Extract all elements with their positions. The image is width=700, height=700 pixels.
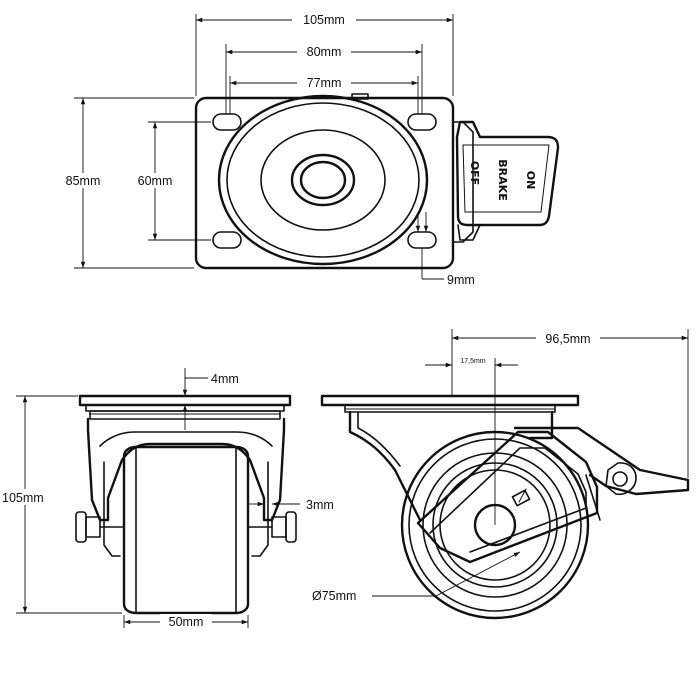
front-view: 4mm 105mm 3mm 50mm: [2, 368, 334, 629]
dim-overall-height-label: 105mm: [2, 491, 44, 505]
dim-side-clearance-label: 3mm: [306, 498, 334, 512]
front-mounting-plate: [78, 394, 292, 407]
dim-plate-depth-label: 85mm: [66, 174, 101, 188]
brake-label-on: ON: [524, 171, 537, 190]
front-fork: [86, 417, 286, 522]
axle-washer-left: [85, 516, 101, 538]
side-brake-lever: [513, 426, 690, 496]
dim-plate-width: 105mm: [195, 12, 454, 96]
side-view: 96,5mm 17,5mm Ø75mm: [312, 329, 690, 620]
dim-wheel-diameter: Ø75mm: [312, 551, 521, 603]
dim-hole-spacing-outer: 80mm: [225, 44, 423, 114]
dim-plate-thickness-label: 4mm: [211, 372, 239, 386]
dim-hole-diameter: 9mm: [415, 212, 475, 287]
dim-side-clearance: 3mm: [248, 498, 334, 512]
dim-overall-height: 105mm: [2, 395, 122, 614]
dim-offset-label: 17,5mm: [460, 358, 485, 365]
dim-hole-diameter-label: 9mm: [447, 273, 475, 287]
dim-wheel-diameter-label: Ø75mm: [312, 589, 356, 603]
side-fork-arm: [416, 430, 599, 564]
dim-hole-spacing-vertical: 60mm: [130, 121, 211, 241]
raceway-middle-ring: [226, 102, 420, 258]
kingpin-inner: [299, 160, 347, 200]
dim-hole-spacing-inner-label: 77mm: [307, 76, 342, 90]
brake-pedal: OFF BRAKE ON: [452, 120, 560, 243]
brake-label-brake: BRAKE: [496, 159, 509, 200]
raceway-inner-ring: [260, 129, 386, 231]
dim-swivel-radius: 96,5mm: [451, 329, 689, 478]
axle-nut-right: [285, 511, 297, 543]
dim-hole-spacing-inner: 77mm: [229, 75, 419, 114]
bolt-hole-bottom-left: [212, 231, 242, 249]
dim-swivel-radius-label: 96,5mm: [545, 332, 590, 346]
bolt-hole-bottom-right: [407, 231, 437, 249]
bolt-hole-top-right: [407, 113, 437, 131]
dim-plate-thickness: 4mm: [182, 368, 239, 430]
dim-plate-depth: 85mm: [58, 97, 194, 269]
swivel-housing: [348, 410, 554, 522]
mounting-plate: [194, 96, 455, 270]
dim-plate-width-label: 105mm: [303, 13, 345, 27]
bolt-hole-top-left: [212, 113, 242, 131]
side-mounting-plate: [320, 394, 580, 407]
dim-hole-spacing-outer-label: 80mm: [307, 45, 342, 59]
top-view: OFF BRAKE ON 105mm 80mm 77mm: [58, 12, 560, 287]
brake-pedal-body: [455, 120, 560, 227]
kingpin-outer: [290, 153, 356, 207]
axle-nut-left: [75, 511, 87, 543]
dim-hole-spacing-vertical-label: 60mm: [138, 174, 173, 188]
axle-washer-right: [271, 516, 287, 538]
front-wheel: [122, 445, 250, 615]
dim-offset: 17,5mm: [425, 358, 518, 525]
raceway-outer-ring: [217, 94, 429, 266]
brake-label-off: OFF: [468, 161, 481, 185]
dim-wheel-width-label: 50mm: [169, 615, 204, 629]
plate-tab: [351, 93, 369, 100]
dim-wheel-width: 50mm: [123, 614, 249, 629]
